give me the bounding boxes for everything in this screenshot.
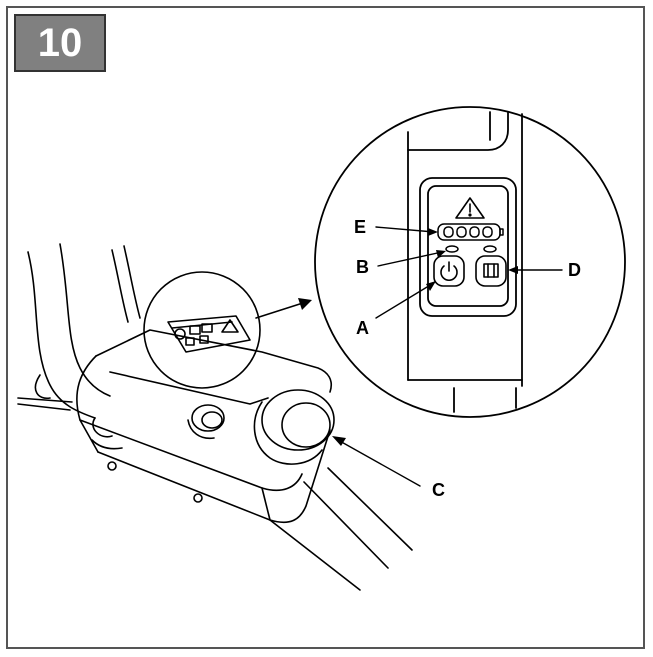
battery-level-leds-icon — [437, 223, 504, 253]
callout-leaders — [332, 226, 563, 487]
step-number-badge: 10 — [14, 14, 106, 72]
power-button-icon — [433, 255, 465, 287]
mode-button-icon — [475, 255, 507, 287]
callout-label-b: B — [356, 257, 369, 277]
figure-frame — [6, 6, 645, 649]
callout-label-e: E — [354, 217, 366, 237]
handlebar-body — [17, 243, 413, 591]
zoom-arrow — [255, 298, 312, 319]
large-zoom-circle — [314, 106, 626, 418]
callout-label-c: C — [432, 480, 445, 500]
callout-label-d: D — [568, 260, 581, 280]
callout-label-a: A — [356, 318, 369, 338]
warning-triangle-icon — [455, 197, 485, 219]
small-zoom-circle — [143, 271, 261, 389]
